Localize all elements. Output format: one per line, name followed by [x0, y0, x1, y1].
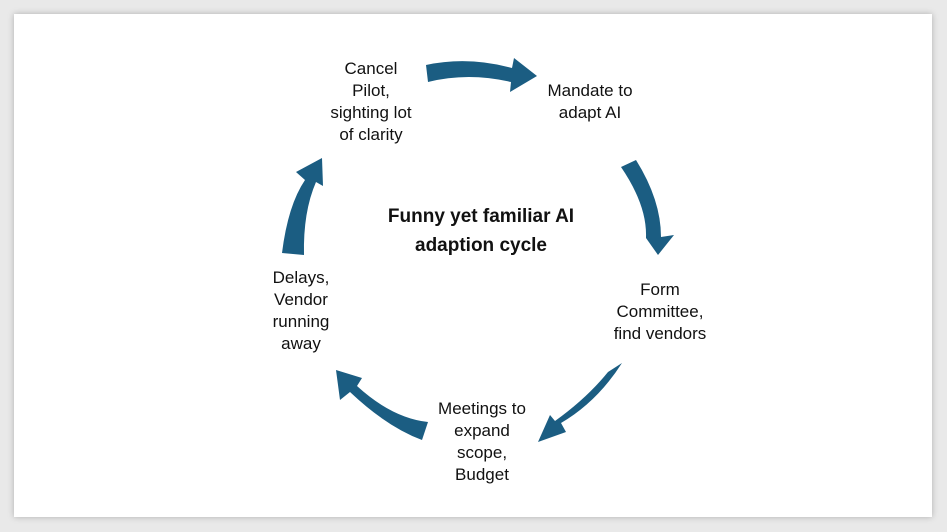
- arrow-delays-to-cancel: [282, 158, 323, 255]
- arrow-committee-to-meetings: [538, 363, 622, 442]
- arrow-mandate-to-committee: [621, 160, 674, 255]
- step-mandate: Mandate to adapt AI: [547, 81, 633, 122]
- arrow-meetings-to-delays: [336, 370, 428, 440]
- arrow-cancel-to-mandate: [426, 58, 537, 92]
- step-meetings: Meetings to expand scope, Budget: [438, 399, 526, 484]
- step-delays: Delays, Vendor running away: [272, 268, 330, 353]
- slide: [14, 14, 932, 517]
- step-cancel-pilot: Cancel Pilot, sighting lot of clarity: [330, 59, 412, 144]
- step-form-committee: Form Committee, find vendors: [613, 280, 707, 343]
- diagram-title: Funny yet familiar AI adaption cycle: [387, 206, 575, 256]
